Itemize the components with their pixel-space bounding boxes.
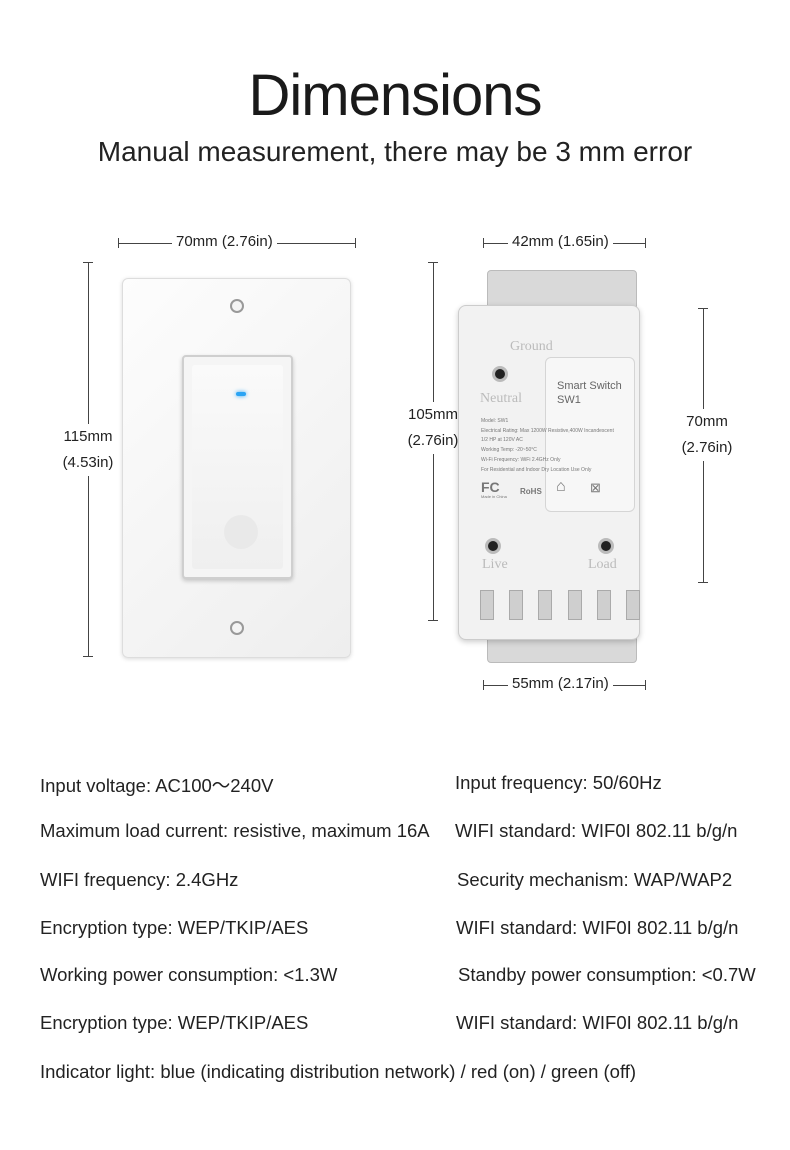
module-name: Smart Switch SW1 (557, 379, 622, 407)
spec-input-frequency: Input frequency: 50/60Hz (455, 772, 662, 793)
spec-wifi-standard: WIFI standard: WIF0I 802.11 b/g/n (455, 820, 738, 841)
page-subtitle: Manual measurement, there may be 3 mm er… (97, 136, 693, 167)
neutral-label: Neutral (480, 391, 522, 406)
spec-standby-power: Standby power consumption: <0.7W (458, 964, 756, 985)
label-line: For Residential and Indoor Dry Location … (481, 467, 592, 473)
rohs-logo: RoHS (520, 487, 542, 496)
module-body-height-mm: 70mm (686, 413, 728, 430)
load-label: Load (588, 557, 617, 572)
indicator-led (236, 392, 246, 396)
made-in-label: Made in China (481, 494, 507, 499)
module-height-mm: 105mm (407, 406, 459, 423)
live-terminal-hole (485, 538, 501, 554)
spec-max-load: Maximum load current: resistive, maximum… (40, 820, 430, 841)
spec-wifi-standard: WIFI standard: WIF0I 802.11 b/g/n (456, 1012, 739, 1033)
live-label: Live (482, 557, 508, 572)
neutral-terminal-hole (492, 366, 508, 382)
label-line: Electrical Rating: Max 1200W Resistive,4… (481, 428, 614, 434)
spec-indicator-light: Indicator light: blue (indicating distri… (40, 1061, 637, 1082)
screw-icon (230, 621, 244, 635)
plate-height-in: (4.53in) (62, 454, 114, 471)
module-height-in: (2.76in) (407, 432, 459, 449)
ground-label: Ground (510, 339, 553, 354)
rocker-switch (182, 355, 293, 579)
load-terminal-hole (598, 538, 614, 554)
label-line: 1/2 HP at 120V AC (481, 437, 523, 443)
spec-input-voltage: Input voltage: AC100～240V (40, 775, 274, 796)
spec-wifi-standard: WIFI standard: WIF0I 802.11 b/g/n (456, 917, 739, 938)
spec-working-power: Working power consumption: <1.3W (40, 964, 338, 985)
label-line: Wi-Fi Frequency: WiFi 2.4GHz Only (481, 457, 561, 463)
page-title: Dimensions (248, 63, 543, 128)
module-body-height-in: (2.76in) (681, 439, 733, 456)
touch-dot (224, 515, 258, 549)
weee-bin-icon: ⊠ (590, 480, 601, 495)
screw-icon (230, 299, 244, 313)
label-line: Working Temp: -20~50°C (481, 447, 537, 453)
label-line: Model: SW1 (481, 418, 509, 424)
terminal-screws (480, 590, 640, 620)
module-top-width-label: 42mm (1.65in) (508, 233, 613, 250)
spec-encryption: Encryption type: WEP/TKIP/AES (40, 917, 309, 938)
plate-height-mm: 115mm (63, 428, 113, 445)
fcc-logo: FC (481, 479, 500, 495)
plate-width-label: 70mm (2.76in) (172, 233, 277, 250)
module-label-panel (545, 357, 635, 512)
module-model-text: SW1 (557, 394, 581, 406)
home-icon: ⌂ (556, 478, 566, 495)
module-bottom-width-label: 55mm (2.17in) (508, 675, 613, 692)
spec-security: Security mechanism: WAP/WAP2 (457, 869, 733, 890)
spec-wifi-frequency: WIFI frequency: 2.4GHz (40, 869, 239, 890)
module-name-text: Smart Switch (557, 380, 622, 392)
spec-encryption: Encryption type: WEP/TKIP/AES (40, 1012, 309, 1033)
